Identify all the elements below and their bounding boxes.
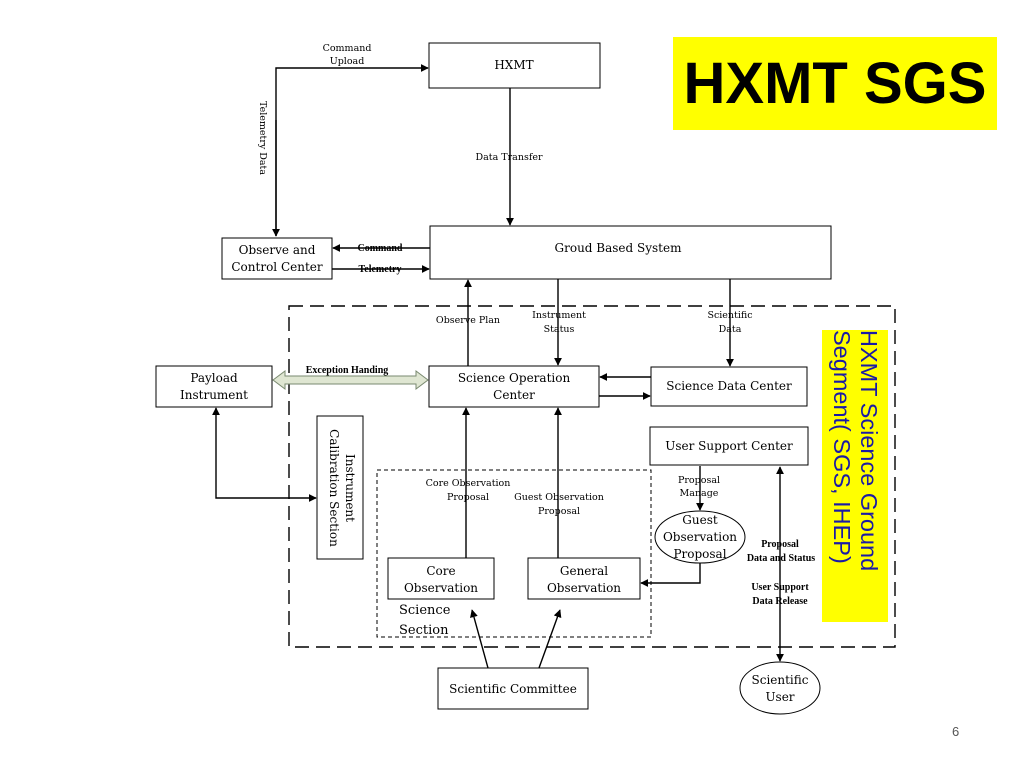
guest-to-general-arrow: [640, 563, 701, 587]
payload-label-1: Payload: [190, 371, 238, 385]
proposal-status-label-1: Proposal: [761, 539, 799, 550]
scientific-committee-box: [437, 667, 589, 710]
core-proposal-label-1: Core Observation: [426, 478, 511, 489]
ground-based-system-label: Groud Based System: [555, 241, 683, 255]
guest-label-3: Proposal: [673, 547, 726, 561]
science-section-label-1: Science: [399, 603, 451, 618]
sdc-label: Science Data Center: [666, 379, 792, 393]
user-support-label-2: Data Release: [752, 596, 808, 607]
guest-proposal-label-2: Proposal: [538, 506, 580, 517]
science-section-boundary: [376, 469, 652, 638]
committee-core-arrow: [470, 609, 489, 669]
guest-label-1: Guest: [682, 513, 718, 527]
committee-general-arrow: [538, 609, 562, 669]
core-proposal-label-2: Proposal: [447, 492, 489, 503]
science-section-label-2: Section: [399, 623, 449, 638]
telemetry-label: Telemetry: [359, 264, 402, 275]
scientific-user-label-2: User: [765, 690, 794, 704]
core-observation-label-1: Core: [426, 564, 455, 578]
side-label: HXMT Science Ground Segment( SGS, IHEP): [829, 330, 882, 572]
user-support-center-box: [649, 426, 809, 466]
page-number: 6: [952, 724, 960, 739]
side-label-banner: [822, 330, 888, 622]
payload-label-2: Instrument: [180, 388, 248, 402]
scientific-data-label-1: Scientific: [707, 310, 752, 321]
scientific-user-node: [739, 661, 821, 715]
instrument-status-label-1: Instrument: [532, 310, 586, 321]
usc-label: User Support Center: [665, 439, 793, 453]
proposal-manage-label-1: Proposal: [678, 475, 720, 486]
ground-based-system-box: [429, 225, 832, 280]
slide-title: HXMT SGS: [683, 51, 987, 116]
data-transfer-label: Data Transfer: [476, 152, 543, 163]
exception-handing-label: Exception Handing: [306, 365, 389, 376]
proposal-status-label-2: Data and Status: [747, 553, 815, 564]
general-observation-label-1: General: [560, 564, 608, 578]
guest-proposal-label-1: Guest Observation: [514, 492, 604, 503]
telemetry-data-label: Telemetry Data: [257, 101, 268, 175]
observe-control-center-box: [221, 237, 333, 280]
scientific-user-label-1: Scientific: [752, 673, 809, 687]
instrument-status-label-2: Status: [544, 324, 575, 335]
soc-label-1: Science Operation: [458, 371, 571, 385]
proposal-manage-label-2: Manage: [680, 488, 719, 499]
command-upload-arrow: [275, 64, 429, 236]
observe-plan-label: Observe Plan: [436, 315, 500, 326]
scientific-data-label-2: Data: [719, 324, 742, 335]
exception-handing-arrow: [272, 370, 429, 390]
core-observation-box: [387, 557, 495, 600]
command-label: Command: [357, 243, 402, 254]
calibration-label-1: Instrument: [343, 454, 357, 522]
payload-calibration-arrow: [212, 407, 317, 502]
observe-control-label-2: Control Center: [231, 260, 323, 274]
observe-control-label-1: Observe and: [239, 243, 316, 257]
core-observation-label-2: Observation: [404, 581, 478, 595]
command-upload-label-1: Command: [323, 43, 372, 54]
science-data-center-box: [650, 366, 808, 407]
calibration-section-box: [316, 415, 364, 560]
general-observation-label-2: Observation: [547, 581, 621, 595]
calibration-label-2: Calibration Section: [327, 429, 341, 547]
soc-label-2: Center: [493, 388, 535, 402]
science-operation-center-box: [428, 365, 600, 408]
general-observation-box: [527, 557, 641, 600]
committee-label: Scientific Committee: [449, 682, 577, 696]
hxmt-box: [428, 42, 601, 89]
title-banner: HXMT SGS: [673, 37, 997, 130]
guest-label-2: Observation: [663, 530, 737, 544]
hxmt-label: HXMT: [494, 58, 533, 72]
payload-instrument-box: [155, 365, 273, 408]
command-upload-label-2: Upload: [330, 56, 365, 67]
user-support-label-1: User Support: [751, 582, 809, 593]
